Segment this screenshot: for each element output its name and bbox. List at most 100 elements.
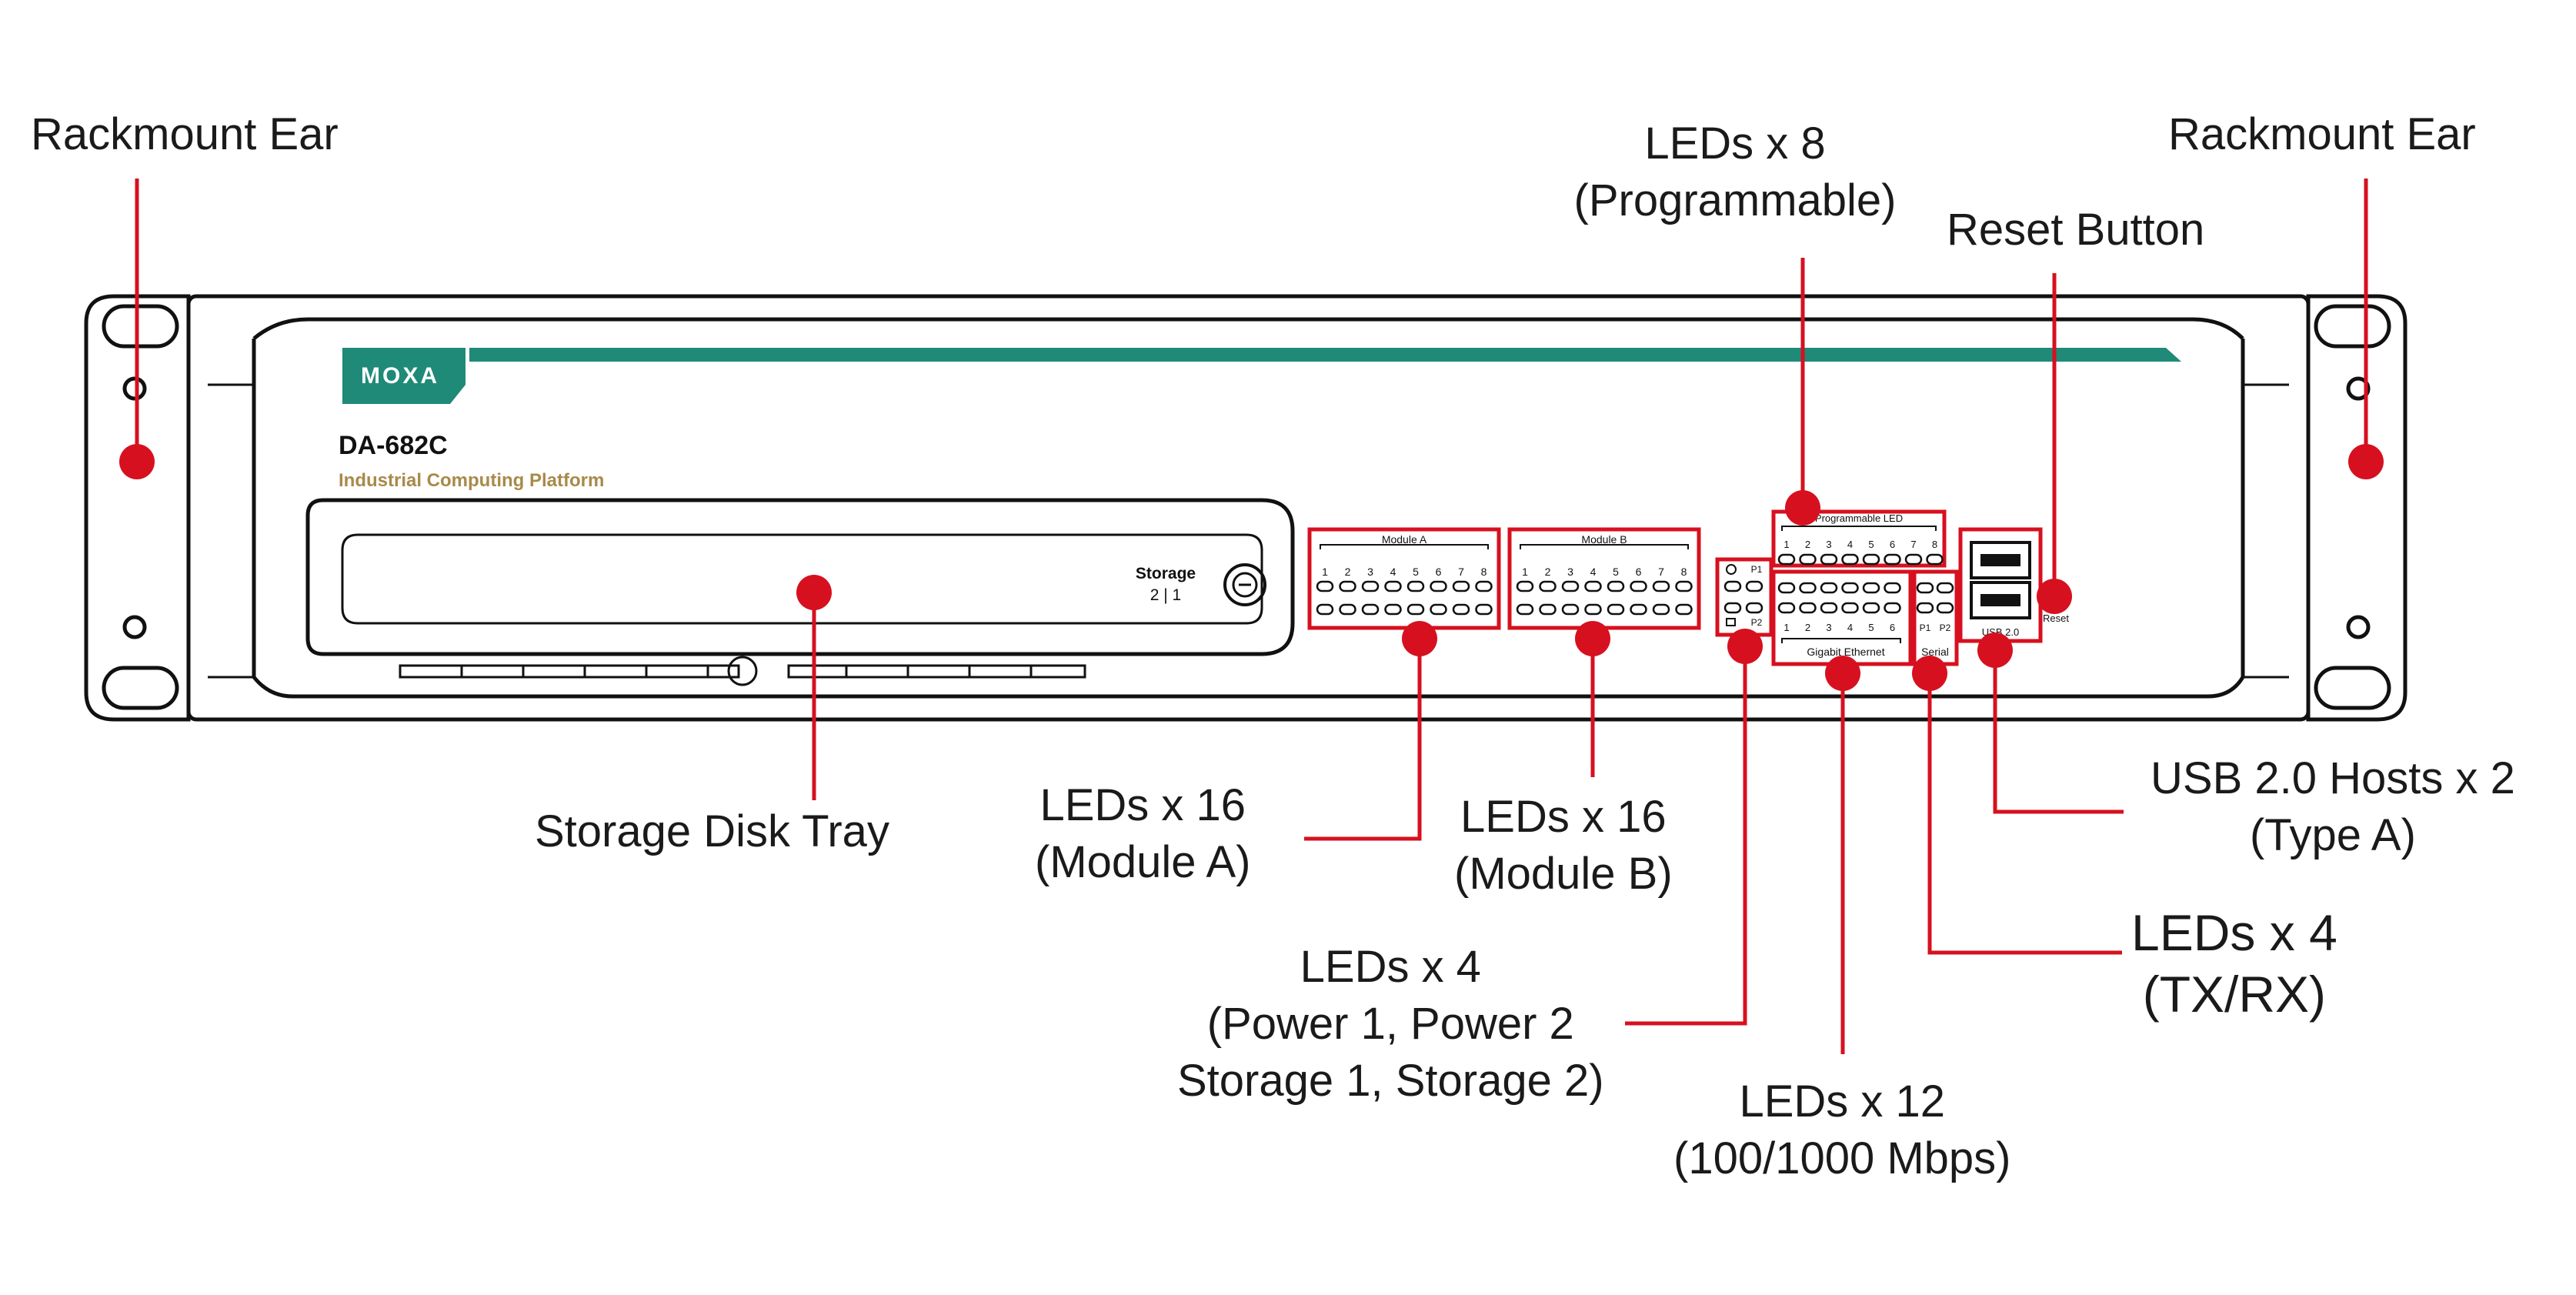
led-indicator [1820, 582, 1838, 594]
dot-module-a [1402, 621, 1437, 656]
callout-line: LEDs x 12 [1739, 1076, 1946, 1126]
callout-line: Reset Button [1947, 205, 2205, 255]
dot-reset [2037, 579, 2072, 614]
rackmount-ear-left [84, 294, 191, 722]
callout-programmable: LEDs x 8(Programmable) [1527, 115, 1943, 229]
storage-slots: 2 | 1 [1150, 586, 1181, 604]
dot-serial-leds [1912, 656, 1947, 691]
callout-storage-tray: Storage Disk Tray [535, 803, 889, 860]
led-bracket [1781, 638, 1901, 643]
led-indicator [1745, 580, 1763, 592]
led-indicator [1339, 580, 1356, 592]
led-number: 7 [1910, 539, 1916, 550]
storage-disk-tray[interactable] [305, 498, 1295, 656]
led-indicator [1561, 603, 1580, 616]
serial-p1-label: P1 [1920, 622, 1931, 633]
led-indicator [1799, 602, 1817, 614]
callout-line: (TX/RX) [2142, 966, 2327, 1023]
led-indicator [1584, 603, 1602, 616]
dot-rackmount-right [2348, 444, 2384, 479]
callout-rackmount-right: Rackmount Ear [2168, 106, 2476, 163]
led-indicator [1799, 582, 1817, 594]
led-number: 6 [1890, 539, 1895, 550]
led-number: 6 [1636, 566, 1642, 578]
module-a-led-bank-title: Module A [1382, 533, 1427, 546]
led-indicator [1841, 582, 1859, 594]
bottom-vents [399, 656, 1086, 686]
led-indicator [1841, 553, 1859, 566]
callout-line: (100/1000 Mbps) [1673, 1133, 2011, 1183]
led-indicator [1384, 580, 1402, 592]
dot-programmable [1785, 490, 1820, 526]
led-indicator [1936, 602, 1954, 614]
led-indicator [1862, 602, 1880, 614]
callout-leaders [135, 179, 2368, 1054]
led-number: 4 [1590, 566, 1597, 578]
gigabit-ethernet-label: Gigabit Ethernet [1807, 646, 1884, 658]
led-indicator [1884, 582, 1901, 594]
led-indicator [1820, 553, 1838, 566]
led-indicator [1723, 580, 1742, 592]
led-indicator [1777, 553, 1796, 566]
callout-line: (Power 1, Power 2 [1206, 999, 1574, 1049]
led-indicator [1516, 603, 1534, 616]
led-indicator [1406, 603, 1425, 616]
led-indicator [1884, 553, 1901, 566]
callout-line: LEDs x 4 [1300, 942, 1481, 992]
callout-line: LEDs x 16 [1039, 780, 1246, 830]
led-number: 8 [1932, 539, 1937, 550]
led-number: 7 [1458, 566, 1464, 578]
led-indicator [1452, 580, 1470, 592]
led-indicator [1561, 580, 1580, 592]
serial-p2-label: P2 [1940, 622, 1951, 633]
led-number: 4 [1847, 622, 1853, 633]
led-indicator [1430, 580, 1447, 592]
callout-reset: Reset Button [1947, 202, 2204, 259]
led-indicator [1675, 580, 1693, 592]
led-indicator [1820, 602, 1838, 614]
callout-line: LEDs x 16 [1460, 792, 1667, 842]
callout-module-b: LEDs x 16(Module B) [1454, 789, 1673, 903]
led-indicator [1607, 580, 1625, 592]
callout-line: Rackmount Ear [2168, 109, 2476, 159]
reset-label: Reset [2043, 612, 2069, 624]
callout-line: LEDs x 8 [1644, 118, 1826, 169]
led-number: 4 [1847, 539, 1853, 550]
callout-usb: USB 2.0 Hosts x 2(Type A) [2151, 750, 2515, 864]
dot-module-b [1575, 621, 1610, 656]
callout-line: Storage 1, Storage 2) [1177, 1056, 1604, 1106]
led-indicator [1916, 582, 1934, 594]
led-number: 2 [1805, 622, 1810, 633]
callout-ethernet-leds: LEDs x 12 (100/1000 Mbps) [1673, 1073, 2010, 1187]
led-indicator [1745, 602, 1763, 614]
led-indicator [1652, 580, 1670, 592]
leader-power-leds [1625, 646, 1747, 1026]
led-indicator [1516, 580, 1534, 592]
power-p2-label: P2 [1751, 617, 1763, 628]
led-number: 5 [1868, 539, 1874, 550]
led-indicator [1361, 603, 1380, 616]
callout-module-a: LEDs x 16 (Module A) [1035, 777, 1250, 891]
led-indicator [1723, 602, 1742, 614]
module-a-led-bank [1307, 527, 1501, 630]
led-number: 1 [1522, 566, 1528, 578]
led-bracket [1781, 526, 1937, 531]
tray-lock-icon[interactable] [1223, 563, 1266, 606]
storage-icon [1726, 618, 1736, 626]
led-indicator [1799, 553, 1817, 566]
dot-power-leds [1727, 629, 1763, 664]
led-number: 6 [1890, 622, 1895, 633]
led-bracket [1520, 544, 1689, 549]
power-p1-label: P1 [1751, 564, 1763, 575]
led-indicator [1652, 603, 1670, 616]
power-icon [1726, 564, 1737, 575]
callout-line: (Module A) [1035, 837, 1251, 887]
dot-ethernet-leds [1825, 656, 1860, 691]
led-number: 5 [1613, 566, 1619, 578]
moxa-logo-text: MOXA [361, 363, 439, 389]
led-number: 2 [1545, 566, 1551, 578]
led-indicator [1630, 580, 1647, 592]
led-number: 8 [1681, 566, 1687, 578]
